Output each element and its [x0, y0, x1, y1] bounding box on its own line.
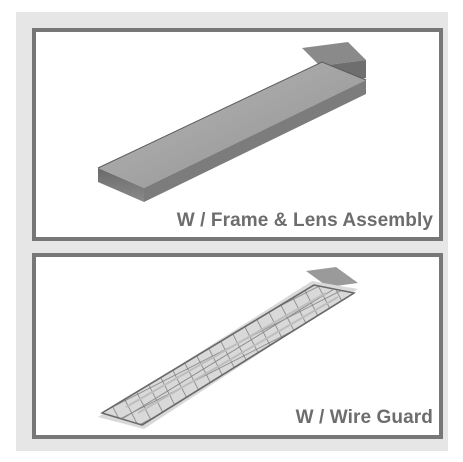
product-options-card: W / Frame & Lens Assembly W / Wire Guard — [16, 12, 448, 451]
frame-lens-option-panel: W / Frame & Lens Assembly — [32, 28, 443, 241]
wire-guard-caption: W / Wire Guard — [295, 407, 433, 428]
wire-guard-option-panel: W / Wire Guard — [32, 253, 443, 439]
frame-lens-caption: W / Frame & Lens Assembly — [176, 210, 433, 231]
wire-guard-fixture-image — [98, 267, 358, 429]
lens-fixture-image — [97, 42, 367, 202]
